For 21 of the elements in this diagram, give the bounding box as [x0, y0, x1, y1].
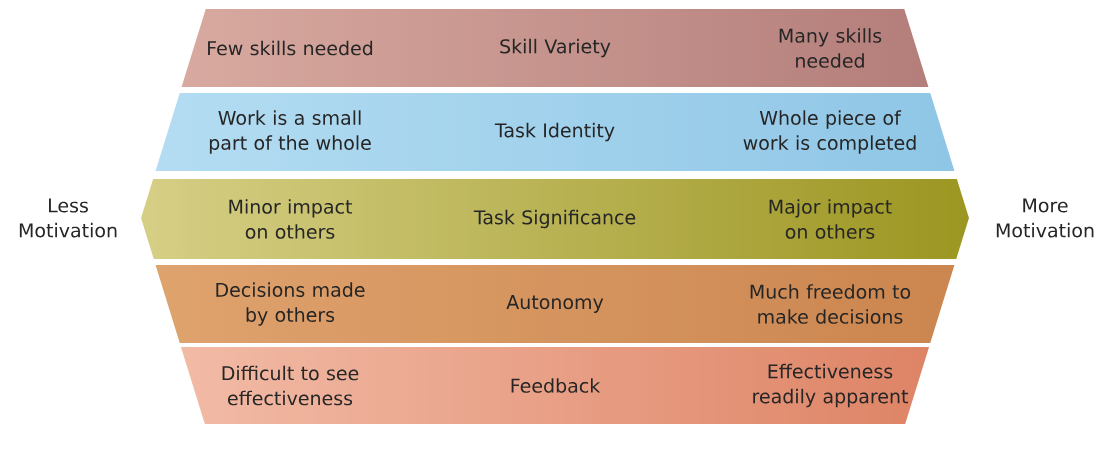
band-text: Much freedom to make decisions	[750, 284, 911, 324]
band-text: Minor impact on others	[229, 199, 352, 239]
band-text: Task Identity	[494, 122, 615, 142]
band-text: Skill Variety	[500, 38, 611, 58]
band-text: Many skills needed	[779, 28, 882, 68]
axis-label: Less Motivation	[19, 198, 117, 238]
band-text: Feedback	[511, 378, 601, 393]
band-text: Work is a small part of the whole	[209, 110, 371, 154]
axis-label: More Motivation	[996, 198, 1094, 238]
band-text: Effectiveness readily apparent	[753, 363, 909, 408]
band-text: Difficult to see effectiveness	[222, 365, 359, 406]
band-text: Few skills needed	[208, 40, 373, 56]
trait-band	[152, 91, 958, 173]
trait-band	[178, 7, 932, 89]
band-text: Whole piece of work is completed	[743, 110, 916, 154]
band-text: Task Significance	[473, 209, 636, 229]
band-text: Major impact on others	[769, 199, 892, 239]
band-text: Autonomy	[506, 295, 604, 313]
trait-band	[138, 177, 972, 261]
trait-band	[178, 345, 932, 426]
band-text: Decisions made by others	[216, 282, 365, 326]
